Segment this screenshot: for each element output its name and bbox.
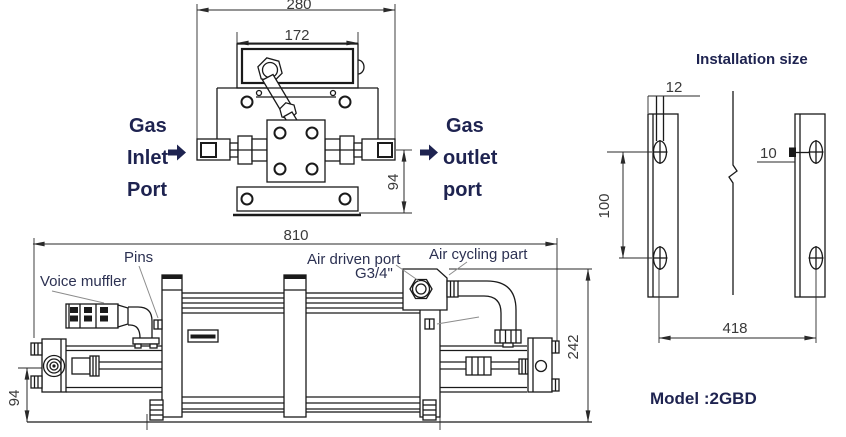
gas-inlet-line1: Gas	[129, 115, 167, 137]
gas-outlet-label: Gas outlet port	[420, 115, 498, 201]
gas-inlet-arrow-icon	[168, 144, 186, 161]
mounting-bracket	[216, 87, 379, 141]
dim-port-height: 94	[359, 149, 412, 214]
air-cycling-part-leader	[448, 261, 468, 276]
gas-outlet-line3: port	[443, 179, 482, 201]
gas-inlet-label: Gas Inlet Port	[127, 115, 186, 201]
elbow-fitting	[446, 280, 459, 298]
air-driven-port-leader	[395, 264, 420, 282]
model-label: Model :2GBD	[650, 389, 757, 408]
voice-muffler-leader	[51, 290, 105, 304]
voice-muffler-label: Voice muffler	[40, 273, 126, 290]
bolt-hole	[273, 162, 287, 176]
gas-outlet-arrow-icon	[420, 144, 438, 161]
inlet-arm	[196, 135, 268, 165]
left-end-cap	[30, 338, 100, 393]
dim-slot-width: 12	[647, 79, 700, 113]
cone-fitting	[42, 354, 66, 378]
mounting-feet	[149, 399, 437, 421]
muffler-elbow	[128, 306, 153, 338]
gas-outlet-line1: Gas	[446, 115, 484, 137]
dim-12-label: 12	[666, 79, 683, 96]
bolt-hole	[240, 192, 254, 206]
tie-bar	[161, 274, 183, 418]
installation-view: Installation size 12 100	[596, 51, 826, 408]
dim-94-side-label: 94	[6, 390, 23, 407]
dim-inner-width: 172	[236, 27, 359, 46]
pins-leader	[138, 265, 159, 319]
muffler-flange	[132, 337, 160, 345]
dim-overall-length: 810	[32, 227, 558, 345]
dim-280-label: 280	[286, 0, 311, 13]
dim-242-label: 242	[565, 334, 582, 359]
dim-810-label: 810	[283, 227, 308, 244]
pin-hole	[255, 89, 263, 97]
handle	[257, 57, 299, 127]
dim-418-label: 418	[722, 320, 747, 337]
muffler-slot	[84, 307, 92, 313]
dim-94-top-label: 94	[385, 174, 402, 191]
muffler-slot	[100, 315, 108, 322]
bolt-hole	[240, 95, 254, 109]
stud-bolt	[30, 342, 43, 356]
center-block	[266, 119, 326, 183]
pin-hole	[329, 89, 337, 97]
end-cap-port	[534, 359, 548, 373]
rod-coupler	[71, 357, 91, 375]
bolt-hole	[305, 126, 319, 140]
air-driven-port-label: Air driven port	[307, 251, 401, 268]
muffler-slot	[70, 307, 78, 313]
cycling-valve-leader	[436, 316, 480, 325]
cover-side-boss	[357, 59, 365, 75]
gas-outlet-line2: outlet	[443, 147, 498, 169]
air-cycling-part-label: Air cycling part	[429, 246, 528, 263]
dim-slot-notch: 10	[757, 145, 795, 163]
left-mounting-plate	[647, 96, 679, 298]
outlet-arm	[324, 135, 396, 165]
right-mounting-plate	[789, 113, 826, 298]
dim-overall-height: 242	[449, 268, 592, 423]
bolt-hole	[273, 126, 287, 140]
muffler-nozzle	[117, 304, 129, 328]
dim-overall-width: 280	[196, 0, 396, 140]
air-driven-port	[411, 279, 431, 299]
slot-notch	[789, 147, 796, 157]
side-view: 810 94 242	[6, 227, 592, 430]
stud-bolt	[30, 375, 43, 389]
valve-cover	[236, 43, 365, 89]
installation-title: Installation size	[696, 51, 808, 68]
muffler-slot	[70, 315, 78, 322]
dim-mounting-distance: 418	[658, 269, 817, 343]
pipe-nut	[494, 329, 522, 344]
right-end-assembly	[465, 337, 560, 393]
air-driven-port-hex	[409, 278, 433, 300]
gas-inlet-line3: Port	[127, 179, 167, 201]
base-plate	[233, 186, 361, 217]
bolt-hole	[338, 95, 352, 109]
muffler-slot	[84, 315, 92, 322]
tie-bar	[283, 274, 307, 418]
cycling-pipe	[458, 280, 517, 330]
bolt-hole	[338, 192, 352, 206]
name-plate	[187, 329, 219, 343]
air-driven-port-thread-label: G3/4"	[355, 265, 393, 282]
dim-172-label: 172	[284, 27, 309, 44]
break-line	[728, 91, 738, 295]
gas-inlet-line2: Inlet	[127, 147, 168, 169]
air-cycling-part	[402, 268, 522, 348]
dim-center-height: 94	[6, 367, 47, 423]
muffler-slot	[100, 307, 108, 313]
bolt-hole	[305, 162, 319, 176]
pins-label: Pins	[124, 249, 153, 266]
dim-10-label: 10	[760, 145, 777, 162]
right-end-cap	[527, 337, 553, 393]
top-view: 280 172	[127, 0, 498, 217]
dim-100-label: 100	[596, 193, 613, 218]
dim-slot-spacing: 100	[596, 151, 652, 259]
voice-muffler-assembly	[65, 303, 160, 349]
